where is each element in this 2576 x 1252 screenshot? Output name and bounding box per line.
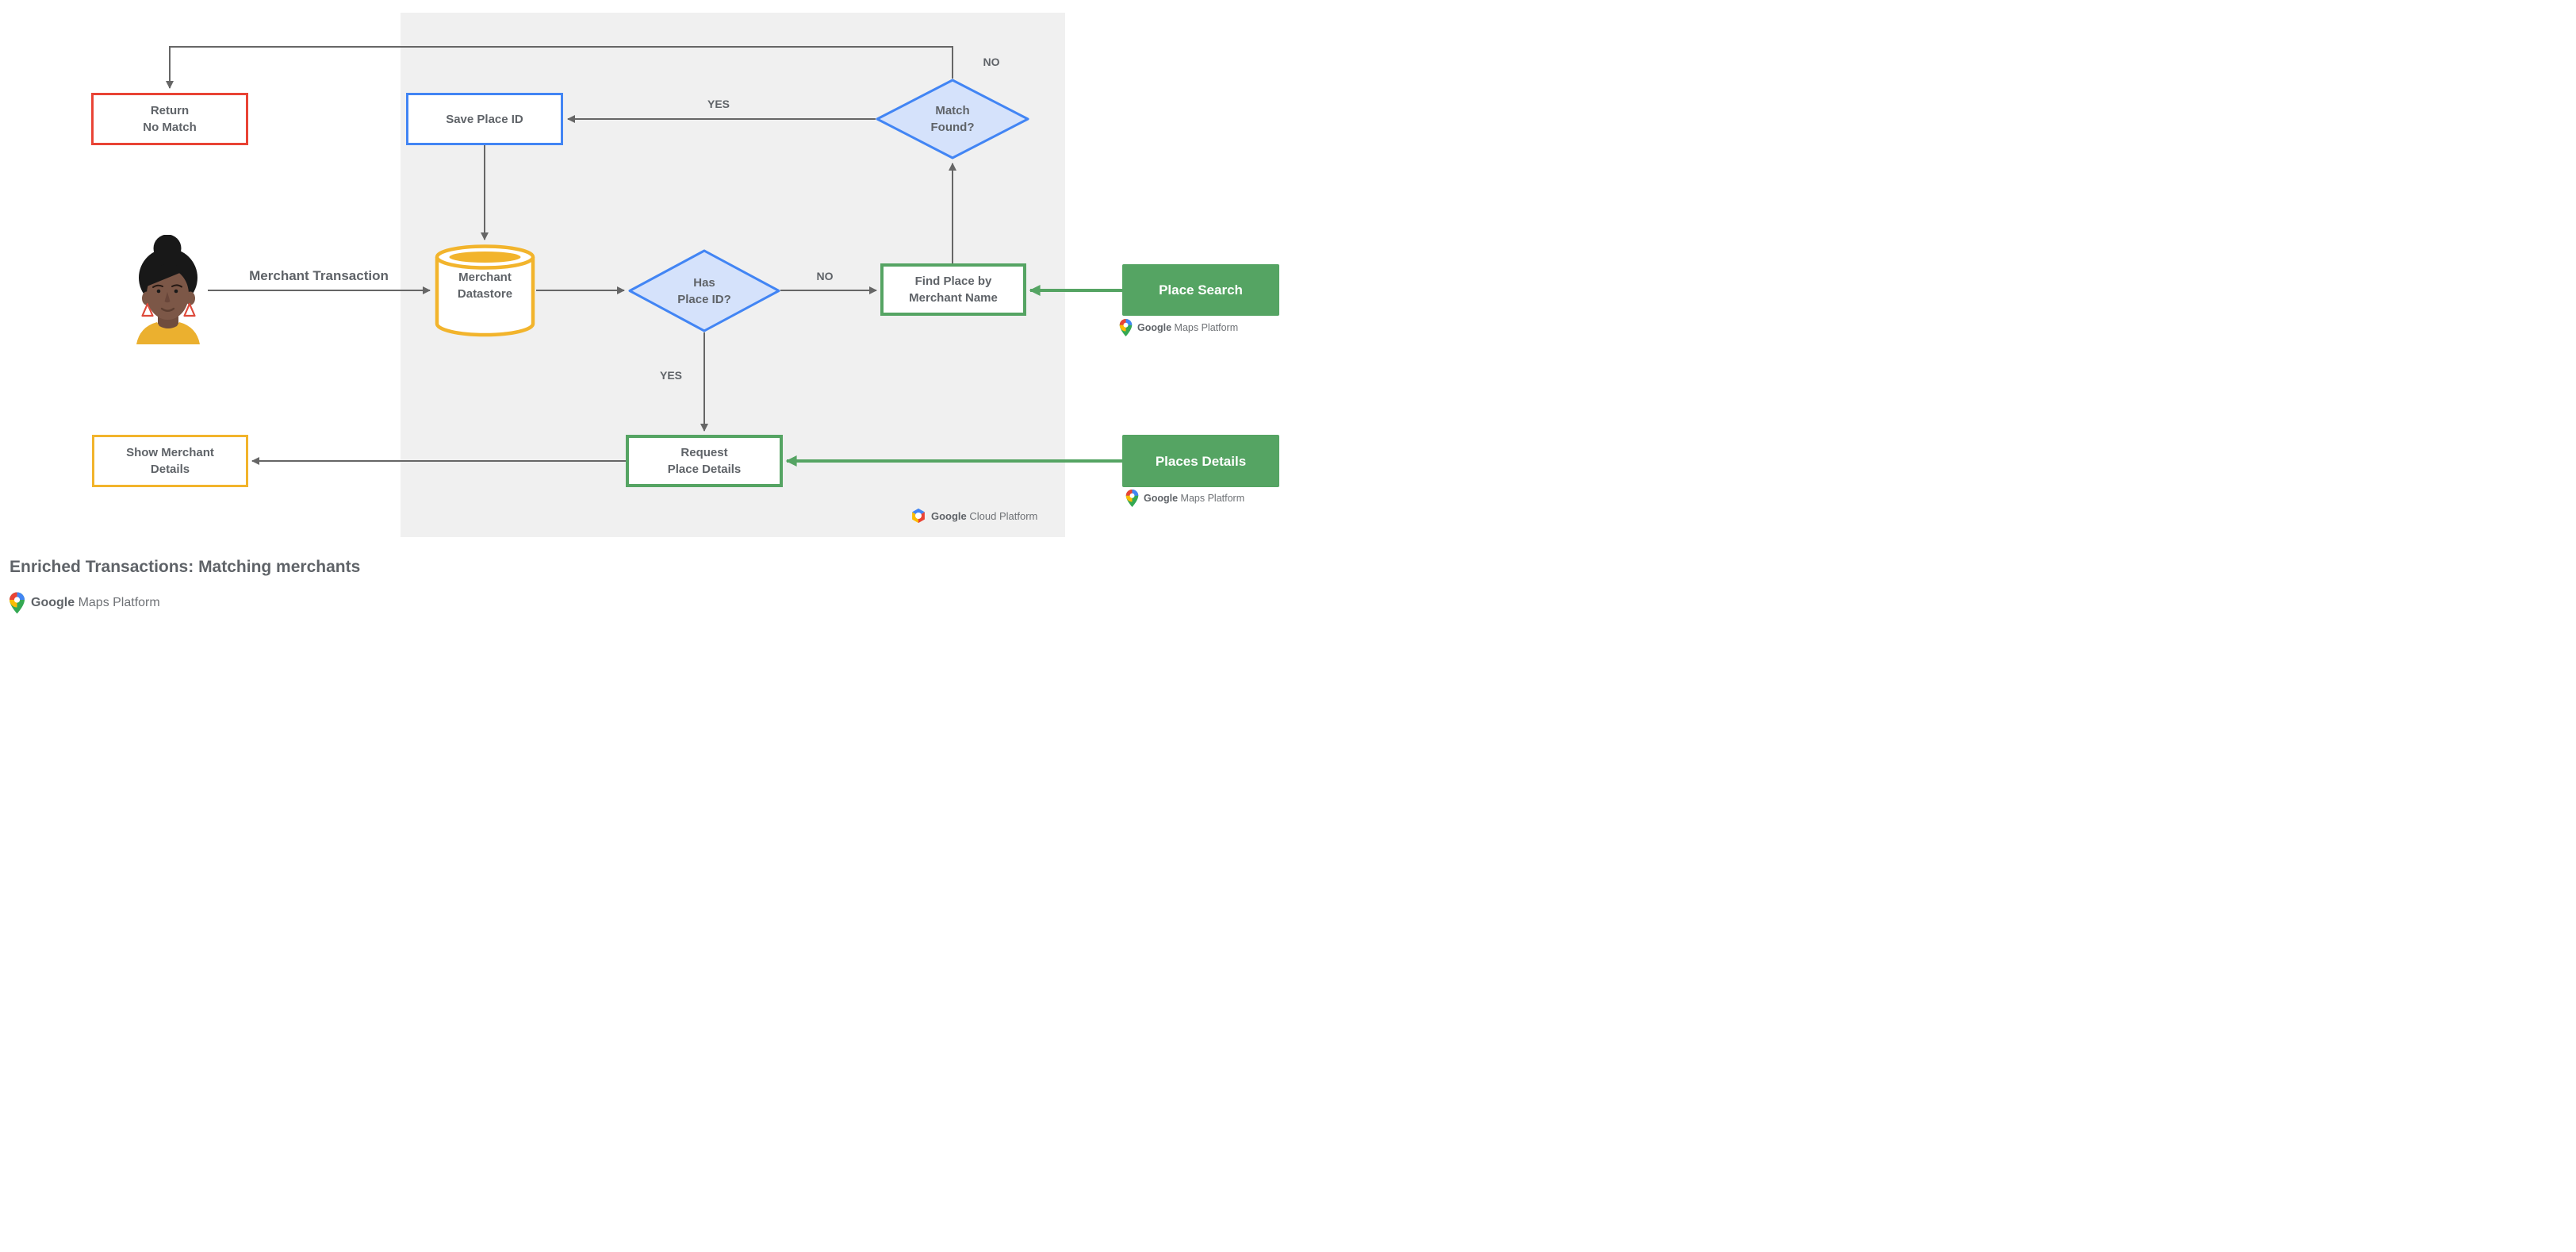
gmp-logo-places-details: Google Maps Platform bbox=[1125, 490, 1244, 507]
has-place-id-label: Has bbox=[693, 275, 715, 290]
gmp-logo-place-search: Google Maps Platform bbox=[1119, 319, 1238, 336]
match-found-decision: Match Found? bbox=[876, 79, 1029, 159]
database-icon bbox=[435, 244, 535, 337]
find-place-box: Find Place by Merchant Name bbox=[880, 263, 1026, 316]
no-label-top: NO bbox=[983, 56, 1000, 68]
return-no-match-box: Return No Match bbox=[91, 93, 248, 145]
merchant-transaction-label: Merchant Transaction bbox=[249, 268, 389, 283]
has-place-id-decision: Has Place ID? bbox=[628, 249, 780, 332]
diagram-title: Enriched Transactions: Matching merchant… bbox=[10, 558, 361, 576]
save-place-id-label: Save Place ID bbox=[446, 112, 523, 126]
user-avatar bbox=[131, 234, 207, 348]
request-place-details-label: Request bbox=[680, 446, 728, 459]
places-details-api-box: Places Details bbox=[1122, 435, 1279, 487]
find-place-label: Find Place by bbox=[914, 275, 992, 288]
decision-diamond-icon bbox=[876, 79, 1029, 159]
maps-pin-icon bbox=[1125, 490, 1139, 507]
place-search-api-box: Place Search bbox=[1122, 264, 1279, 316]
place-search-label: Place Search bbox=[1159, 282, 1243, 298]
places-details-label: Places Details bbox=[1155, 453, 1247, 469]
show-merchant-details-label: Show Merchant bbox=[126, 446, 214, 459]
save-place-id-box: Save Place ID bbox=[406, 93, 563, 145]
gmp-logo-footer: Google Maps Platform bbox=[10, 592, 160, 614]
gcp-hexagon-icon bbox=[912, 508, 925, 524]
match-found-label: Match bbox=[935, 104, 970, 117]
gcp-logo: Google Cloud Platform bbox=[910, 507, 1037, 524]
return-no-match-label: Return bbox=[150, 104, 190, 117]
merchant-datastore-cylinder: Merchant Datastore bbox=[434, 244, 536, 337]
request-place-details-box: Request Place Details bbox=[626, 435, 783, 487]
show-merchant-details-box: Show Merchant Details bbox=[92, 435, 248, 487]
person-icon bbox=[136, 234, 200, 348]
flow-diagram-canvas: Return No Match Save Place ID Match Foun… bbox=[0, 0, 1288, 626]
no-label-middle: NO bbox=[816, 270, 834, 282]
merchant-datastore-label: Merchant bbox=[458, 271, 512, 284]
decision-diamond-icon bbox=[628, 249, 780, 332]
maps-pin-icon bbox=[10, 592, 25, 614]
yes-label-middle: YES bbox=[659, 369, 683, 382]
maps-pin-icon bbox=[1119, 319, 1133, 336]
yes-label-top: YES bbox=[707, 98, 730, 110]
